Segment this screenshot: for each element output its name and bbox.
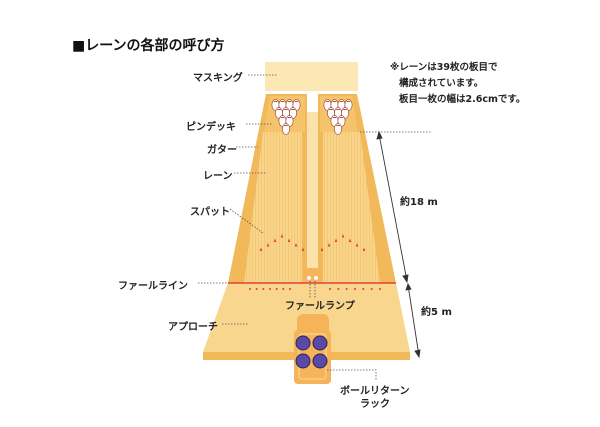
label-pin-deck: ピンデッキ <box>186 122 236 133</box>
approach-dot <box>370 288 373 290</box>
pin-stripe <box>332 101 337 102</box>
label-lane-length: 約18 m <box>400 197 438 208</box>
lane-right <box>323 132 380 283</box>
pin-stripe <box>284 125 288 126</box>
pin-stripe <box>339 117 344 118</box>
pin <box>282 123 290 135</box>
page-title: ■レーンの各部の呼び方 <box>72 38 225 54</box>
spot-arrow <box>301 247 305 251</box>
approach-dot <box>329 288 331 290</box>
pin-stripe <box>280 101 285 102</box>
lane-note: ※レーンは39枚の板目で 構成されています。 板目一枚の幅は2.6cmです。 <box>390 60 525 108</box>
dimension-arrows <box>376 130 421 359</box>
label-foul-line: ファールライン <box>118 281 188 292</box>
pin-stripe <box>336 125 340 126</box>
spot-arrow <box>294 243 298 247</box>
pin-stripe <box>273 101 278 102</box>
label-lane: レーン <box>203 171 233 182</box>
pin-stripe <box>277 109 281 110</box>
leader-lines <box>198 74 432 380</box>
spot-arrow <box>259 247 263 251</box>
foul-lamp-light <box>314 276 318 280</box>
approach-dot <box>269 288 271 290</box>
pin-stripe <box>336 109 340 110</box>
ball <box>295 335 311 351</box>
foul-lamp-light <box>307 276 311 280</box>
ball <box>295 353 311 369</box>
spots <box>259 234 366 251</box>
foul-lamp <box>304 268 321 282</box>
approach-dot <box>255 288 258 290</box>
pins <box>271 99 353 135</box>
approach-dot <box>249 288 251 290</box>
spot-arrow <box>273 238 277 242</box>
spot-arrow <box>320 247 324 251</box>
pin-stripe <box>287 117 292 118</box>
pin-stripe <box>339 101 344 102</box>
label-gutter: ガター <box>207 145 237 156</box>
pin-stripe <box>291 109 295 110</box>
approach-dots <box>249 288 381 290</box>
pin-stripe <box>294 101 299 102</box>
pin <box>334 123 342 135</box>
pin-stripe <box>332 117 337 118</box>
label-ball-return-rack: ラック <box>360 399 390 410</box>
approach-dot <box>337 288 340 290</box>
label-ball-return: ボールリターン <box>340 386 410 397</box>
approach-dot <box>289 288 291 290</box>
approach-dot <box>379 288 381 290</box>
pin-stripe <box>287 101 292 102</box>
spot-arrow <box>280 234 284 238</box>
pin-stripe <box>329 109 333 110</box>
approach-dot <box>275 288 278 290</box>
label-masking: マスキング <box>193 73 243 84</box>
lane-left <box>244 132 302 283</box>
spot-arrow <box>355 243 359 247</box>
spot-arrow <box>341 234 345 238</box>
spot-arrow <box>362 247 366 251</box>
pin-stripe <box>343 109 347 110</box>
pin-stripe <box>346 101 351 102</box>
note-line: 板目一枚の幅は2.6cmです。 <box>399 94 526 105</box>
approach-dot <box>282 288 285 290</box>
note-line: 構成されています。 <box>399 78 484 89</box>
label-foul-lamp: ファールランプ <box>285 301 355 312</box>
masking <box>265 62 358 91</box>
approach-dot <box>345 288 348 290</box>
spot-arrow <box>287 238 291 242</box>
ball <box>312 335 328 351</box>
pin-stripe <box>325 101 330 102</box>
approach-dot <box>354 288 356 290</box>
pin-stripe <box>284 109 288 110</box>
label-spot: スパット <box>190 207 230 218</box>
spot-arrow <box>348 238 352 242</box>
spot-arrow <box>334 238 338 242</box>
ball <box>312 353 328 369</box>
spot-arrow <box>266 243 270 247</box>
lane-divider <box>307 94 318 283</box>
label-approach-length: 約5 m <box>421 307 452 318</box>
approach-dot <box>262 288 265 290</box>
divider-top <box>307 94 318 112</box>
label-approach: アプローチ <box>168 322 218 333</box>
pin-stripe <box>280 117 285 118</box>
note-line: ※レーンは39枚の板目で <box>390 62 498 73</box>
spot-arrow <box>327 243 331 247</box>
approach-dot <box>362 288 365 290</box>
